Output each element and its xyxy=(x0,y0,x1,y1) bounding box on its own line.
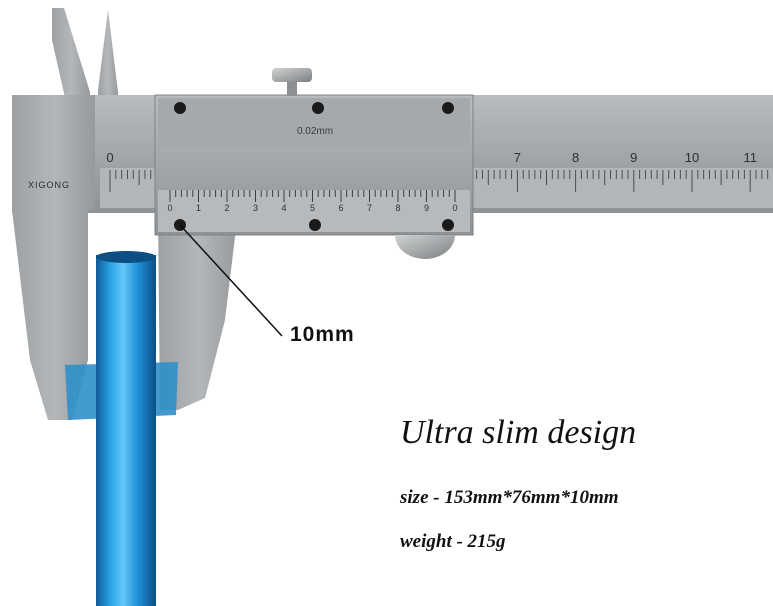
upper-sliding-jaw xyxy=(98,10,118,120)
headline: Ultra slim design xyxy=(400,414,637,451)
vernier-scale-label: 6 xyxy=(338,203,343,213)
lower-sliding-jaw xyxy=(158,212,238,410)
main-scale-label: 9 xyxy=(630,150,637,165)
lower-fixed-jaw xyxy=(12,95,95,420)
vernier-scale-label: 2 xyxy=(224,203,229,213)
main-scale-label: 11 xyxy=(743,150,757,165)
vernier-scale-label: 0 xyxy=(167,203,172,213)
vernier-scale-ticks xyxy=(169,190,456,202)
screw-icon xyxy=(442,219,454,231)
callout-leader-line xyxy=(179,224,283,337)
vernier-scale-labels: 0 1 2 3 4 5 6 7 8 9 0 xyxy=(167,203,457,213)
object-top xyxy=(96,251,156,263)
main-scale-label: 10 xyxy=(685,150,699,165)
screw-icon xyxy=(312,102,324,114)
weight-spec: weight - 215g xyxy=(400,531,506,552)
measured-object xyxy=(96,255,156,606)
vernier-scale-label: 5 xyxy=(310,203,315,213)
size-spec: size - 153mm*76mm*10mm xyxy=(400,487,619,508)
screw-icon xyxy=(174,102,186,114)
thickness-callout: 10mm xyxy=(290,323,355,346)
vernier-scale-label: 9 xyxy=(424,203,429,213)
upper-fixed-jaw xyxy=(52,8,90,120)
vernier-scale-label: 1 xyxy=(196,203,201,213)
thumb-wheel xyxy=(395,235,455,259)
brand-name: XIGONG xyxy=(28,180,71,190)
main-scale-label: 0 xyxy=(106,150,113,165)
locking-screw-knob xyxy=(272,68,312,96)
vernier-scale-label: 7 xyxy=(367,203,372,213)
vernier-scale-label: 3 xyxy=(253,203,258,213)
vernier-scale-label: 0 xyxy=(452,203,457,213)
vernier-marking: 0.02mm xyxy=(297,126,333,137)
vernier-scale-label: 8 xyxy=(395,203,400,213)
main-scale-label: 7 xyxy=(514,150,521,165)
vernier-scale-label: 4 xyxy=(281,203,286,213)
screw-icon xyxy=(442,102,454,114)
screw-icon xyxy=(309,219,321,231)
main-scale-label: 8 xyxy=(572,150,579,165)
